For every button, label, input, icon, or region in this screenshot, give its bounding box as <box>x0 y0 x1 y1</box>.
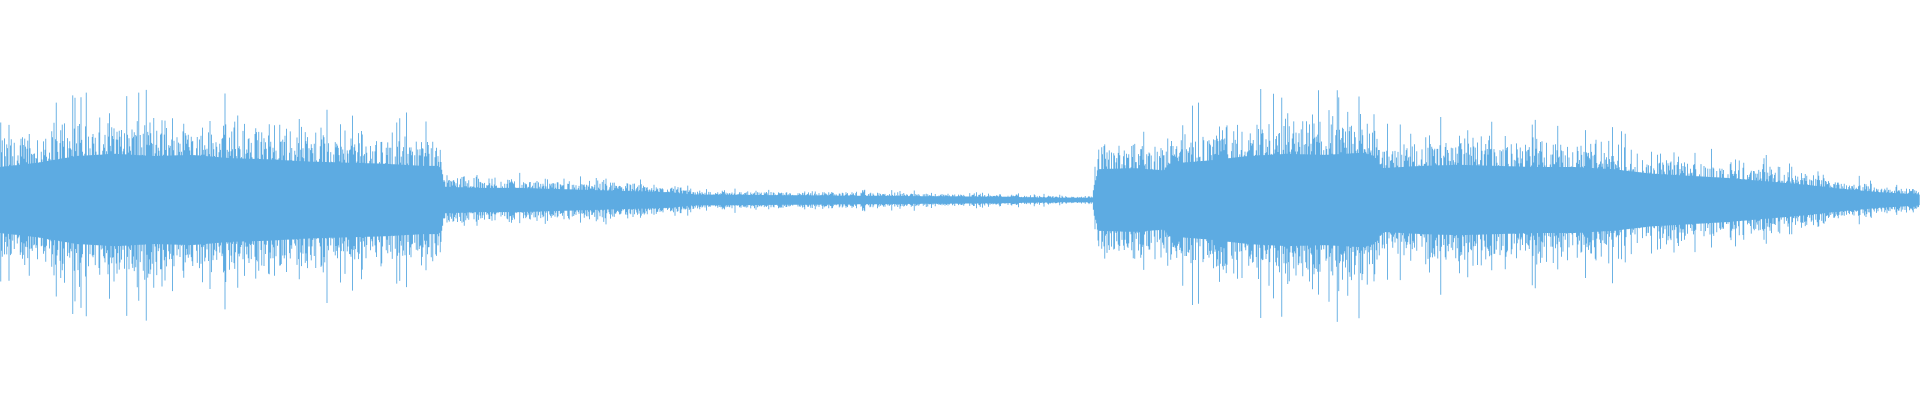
waveform-bars <box>0 89 1920 322</box>
waveform-core <box>0 152 1920 248</box>
